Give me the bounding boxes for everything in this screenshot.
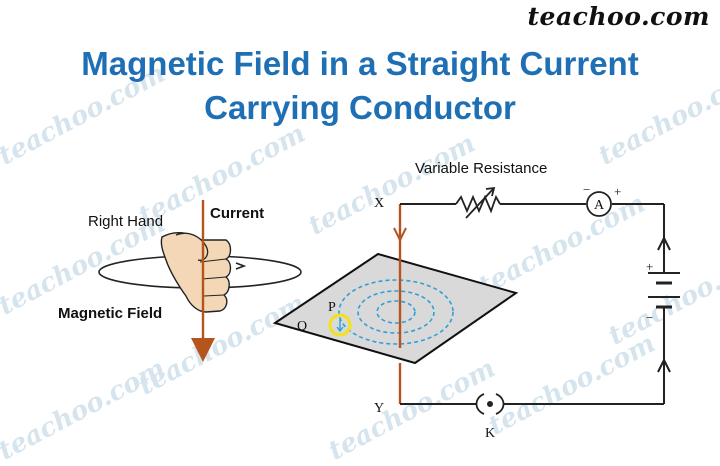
variable-resistance-label: Variable Resistance	[415, 160, 547, 177]
title-line-1: Magnetic Field in a Straight Current	[81, 45, 639, 82]
title-line-2: Carrying Conductor	[204, 89, 516, 126]
cardboard-plane	[272, 252, 519, 365]
battery-plus-label: +	[646, 259, 653, 274]
field-direction-arrow	[235, 262, 247, 270]
point-y-label: Y	[374, 401, 384, 416]
field-lines	[338, 279, 454, 345]
key-icon[interactable]	[475, 393, 505, 415]
key-label: K	[485, 426, 495, 441]
point-p-label: P	[328, 300, 336, 315]
circuit-wires	[400, 203, 671, 405]
battery-minus-label: −	[646, 310, 653, 325]
ammeter-minus-label: −	[583, 182, 590, 197]
ammeter-icon: A	[586, 191, 612, 217]
svg-text:A: A	[594, 198, 605, 213]
point-x-label: X	[374, 196, 384, 211]
circuit-diagram: A − + + − Variable Resistance X Y P Q K	[272, 160, 680, 441]
variable-resistor-icon	[455, 186, 501, 219]
hand-icon	[160, 232, 232, 313]
right-hand-label: Right Hand	[88, 213, 163, 230]
point-p-highlight	[328, 313, 352, 337]
magnetic-field-label: Magnetic Field	[58, 305, 162, 322]
right-hand-figure: Right Hand Current Magnetic Field	[58, 200, 302, 362]
brand-logo: teachoo.com	[527, 2, 710, 31]
point-q-label: Q	[297, 319, 307, 334]
battery-icon	[648, 268, 680, 318]
current-label: Current	[210, 205, 264, 222]
ammeter-plus-label: +	[614, 184, 621, 199]
compass-needle-icon	[336, 318, 344, 333]
current-arrow	[393, 227, 407, 243]
page-title: Magnetic Field in a Straight Current Car…	[0, 42, 720, 130]
